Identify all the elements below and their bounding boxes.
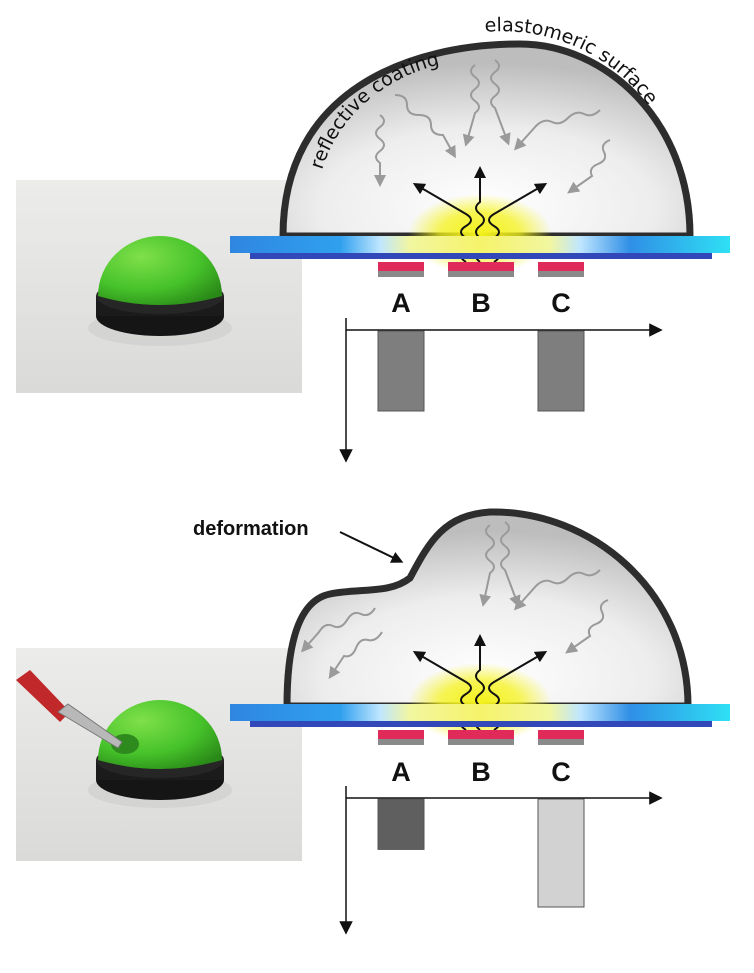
substrate <box>230 236 730 253</box>
bar-c <box>537 330 585 412</box>
sensor-c-pad <box>538 262 584 271</box>
sensor-row <box>378 730 584 745</box>
reflected-rays <box>301 521 609 679</box>
photo-rest <box>16 180 302 393</box>
panel-pressed: deformation A B C <box>16 508 730 935</box>
probe-tool-icon <box>16 670 123 749</box>
emitter-b-pad <box>448 730 514 739</box>
photo-pressed <box>16 648 302 861</box>
substrate-base <box>250 253 712 259</box>
sensor-label-b: B <box>471 288 491 318</box>
reflected-ray-arrow <box>500 521 521 608</box>
reflected-ray-arrow <box>328 631 383 679</box>
bar-group-rest <box>377 330 585 412</box>
reflected-ray-arrow <box>301 607 376 653</box>
bar-group-pressed <box>377 798 585 908</box>
dome-deformed <box>283 508 692 710</box>
substrate <box>230 704 730 721</box>
bar-a <box>377 798 425 850</box>
reflected-ray-arrow <box>513 569 601 611</box>
reflected-ray-arrow <box>479 524 495 607</box>
dome-elastomeric-surface <box>279 40 694 240</box>
reflected-ray-arrow <box>394 94 456 159</box>
sensor-a-pad <box>378 730 424 739</box>
sensor-label-c: C <box>551 757 571 787</box>
sensor-label-b: B <box>471 757 491 787</box>
green-dome <box>98 236 222 305</box>
reflected-ray-arrow <box>462 64 480 147</box>
panel-rest: reflective coating elastomeric surface <box>16 14 730 463</box>
bar-a <box>377 330 425 412</box>
substrate-base <box>250 721 712 727</box>
sensor-a-pad <box>378 262 424 271</box>
reflected-ray-arrow <box>513 109 601 151</box>
reflected-ray-arrow <box>565 599 609 654</box>
sensor-label-c: C <box>551 288 571 318</box>
reflected-ray-arrow <box>490 59 511 146</box>
sensor-row <box>378 262 584 277</box>
emitter-b-pad <box>448 262 514 271</box>
sensor-c-pad <box>538 730 584 739</box>
label-deformation: deformation <box>193 518 309 540</box>
sensor-label-a: A <box>391 288 411 318</box>
bar-c <box>537 798 585 908</box>
sensor-label-a: A <box>391 757 411 787</box>
deformation-arrow-icon <box>339 531 404 563</box>
reflected-rays <box>374 59 611 194</box>
reflected-ray-arrow <box>374 114 386 187</box>
reflected-ray-arrow <box>567 139 611 194</box>
